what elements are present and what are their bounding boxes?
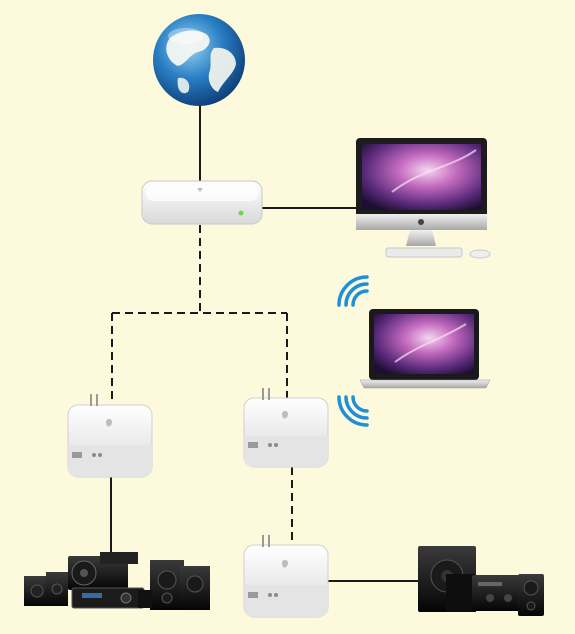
airport-express-middle-icon (243, 388, 329, 468)
bookshelf-stereo-icon (418, 546, 544, 616)
airport-extreme-icon (141, 180, 263, 225)
airport-express-bottom-icon (243, 535, 329, 618)
macbook-pro-icon (359, 309, 491, 389)
airport-express-left-icon (67, 394, 153, 478)
imac-icon (356, 138, 491, 259)
home-theater-icon (24, 552, 210, 610)
status-led (238, 210, 244, 216)
link-base-express-dashed (111, 225, 288, 400)
wifi-signal-icon (337, 275, 369, 427)
links (110, 105, 418, 582)
globe-icon (153, 14, 245, 106)
